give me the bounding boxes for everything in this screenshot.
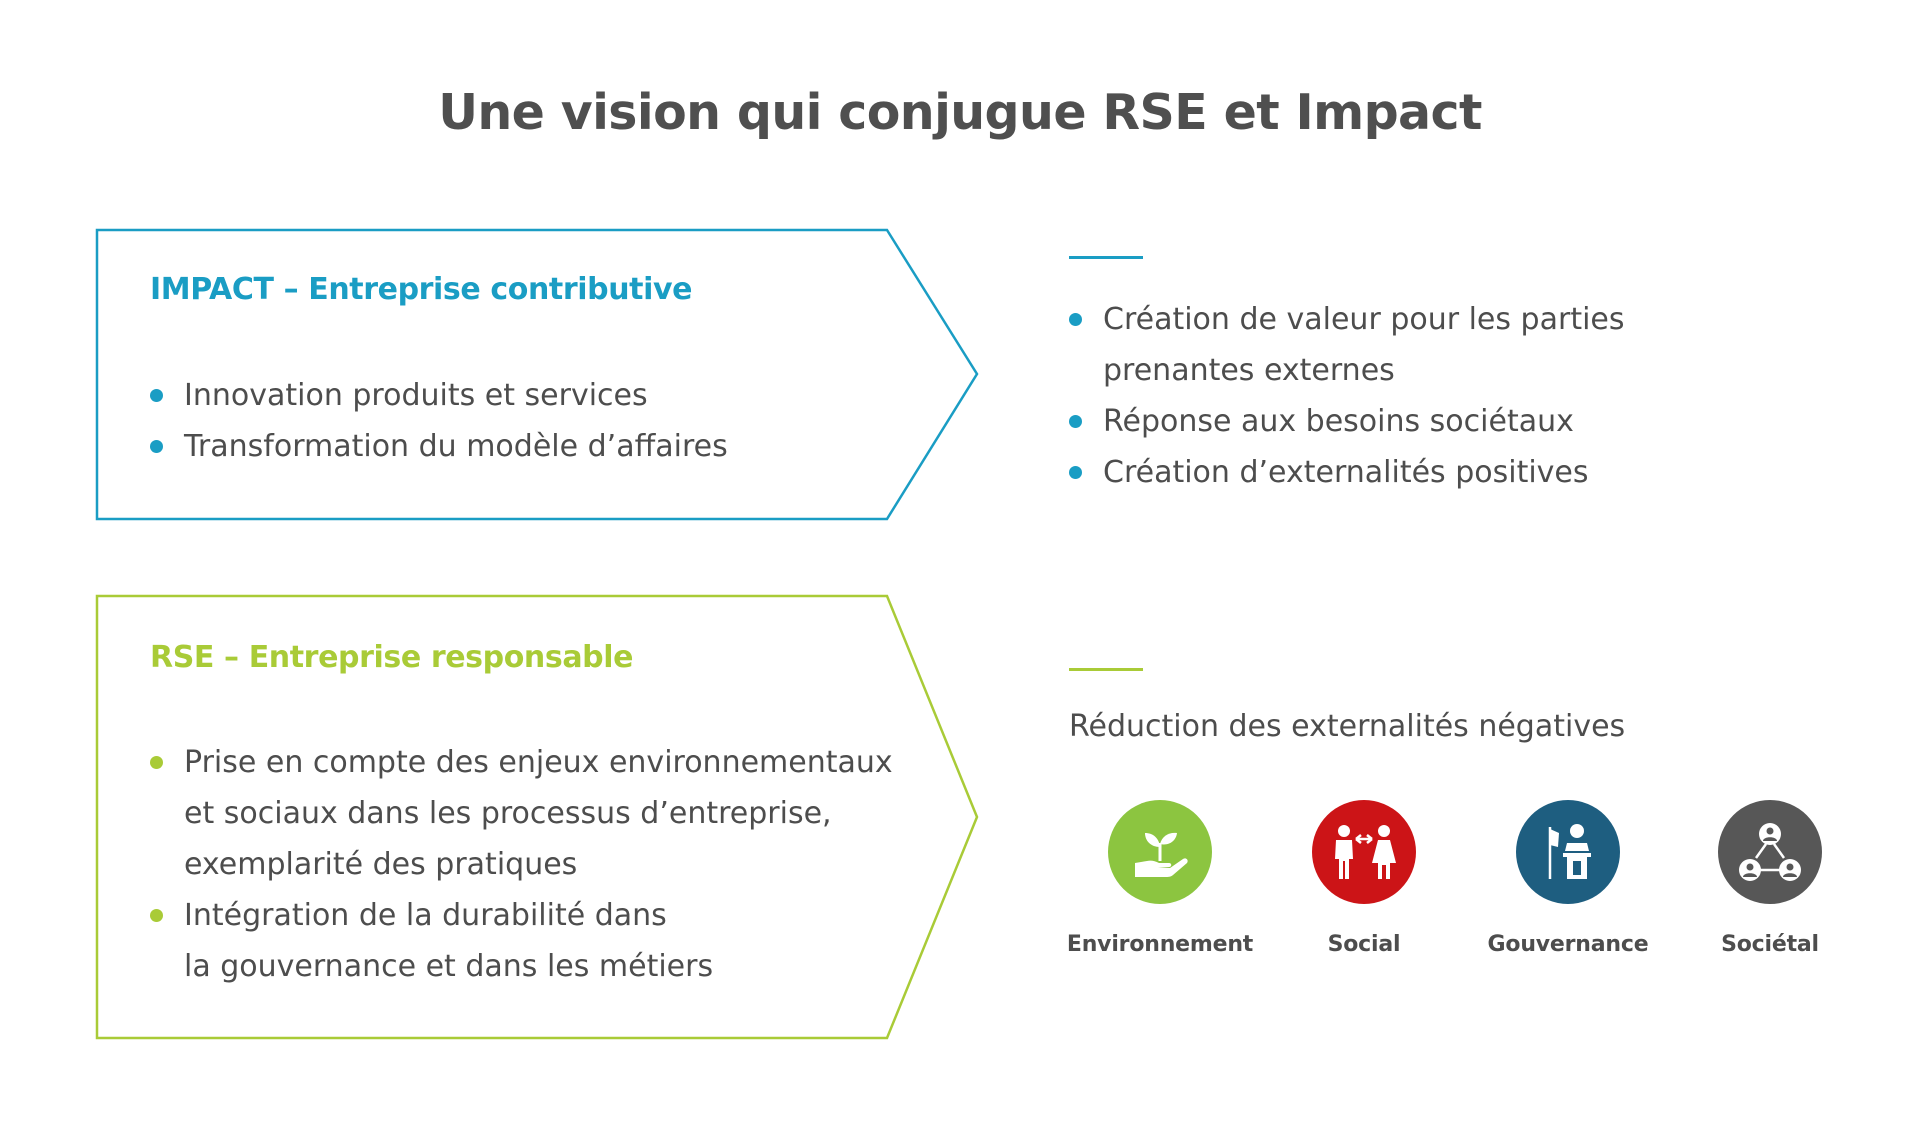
community-network-icon — [1718, 800, 1822, 904]
rse-outcome-text: Réduction des externalités négatives — [1069, 709, 1626, 744]
bullet-dot — [150, 440, 163, 453]
page-title: Une vision qui conjugue RSE et Impact — [438, 84, 1482, 141]
list-item-text: exemplarité des pratiques — [184, 847, 578, 882]
list-item: Intégration de la durabilité dans la gouv… — [150, 890, 893, 992]
plant-in-hand-icon — [1108, 800, 1212, 904]
pillar-label: Gouvernance — [1487, 932, 1649, 957]
pillar-environnement: Environnement — [1060, 800, 1260, 957]
rse-bullet-list: Prise en compte des enjeux environnement… — [150, 737, 893, 992]
pillar-gouvernance: Gouvernance — [1468, 800, 1668, 957]
pillar-societal: Sociétal — [1670, 800, 1870, 957]
bullet-dot — [150, 756, 163, 769]
bullet-dot — [150, 909, 163, 922]
impact-arrow-shape — [95, 228, 979, 521]
impact-accent-line — [1069, 256, 1143, 259]
list-item: Création de valeur pour les parties prena… — [1069, 294, 1625, 396]
list-item-text: Création d’externalités positives — [1103, 455, 1589, 490]
rse-heading: RSE – Entreprise responsable — [150, 640, 634, 675]
bullet-dot — [1069, 313, 1082, 326]
list-item-text: et sociaux dans les processus d’entrepri… — [184, 796, 832, 831]
list-item-text: Innovation produits et services — [184, 378, 648, 413]
people-exchange-icon — [1312, 800, 1416, 904]
speaker-podium-icon — [1516, 800, 1620, 904]
list-item-text: Réponse aux besoins sociétaux — [1103, 404, 1574, 439]
bullet-dot — [1069, 415, 1082, 428]
bullet-dot — [150, 389, 163, 402]
pillar-label: Environnement — [1066, 932, 1254, 957]
pillar-label: Social — [1327, 932, 1401, 957]
list-item-text: Prise en compte des enjeux environnement… — [184, 745, 893, 780]
pillar-social: Social — [1264, 800, 1464, 957]
list-item-text: la gouvernance et dans les métiers — [184, 949, 714, 984]
rse-arrow-shape — [95, 594, 979, 1040]
impact-outcome-list: Création de valeur pour les parties prena… — [1069, 294, 1625, 498]
impact-heading: IMPACT – Entreprise contributive — [150, 272, 693, 307]
list-item: Prise en compte des enjeux environnement… — [150, 737, 893, 890]
list-item-text: Création de valeur pour les parties — [1103, 302, 1625, 337]
bullet-dot — [1069, 466, 1082, 479]
list-item-text: prenantes externes — [1103, 353, 1395, 388]
rse-accent-line — [1069, 668, 1143, 671]
list-item: Réponse aux besoins sociétaux — [1069, 396, 1625, 447]
list-item: Création d’externalités positives — [1069, 447, 1625, 498]
list-item-text: Intégration de la durabilité dans — [184, 898, 667, 933]
list-item-text: Transformation du modèle d’affaires — [184, 429, 728, 464]
list-item: Transformation du modèle d’affaires — [150, 421, 728, 472]
pillar-label: Sociétal — [1721, 932, 1819, 957]
list-item: Innovation produits et services — [150, 370, 728, 421]
